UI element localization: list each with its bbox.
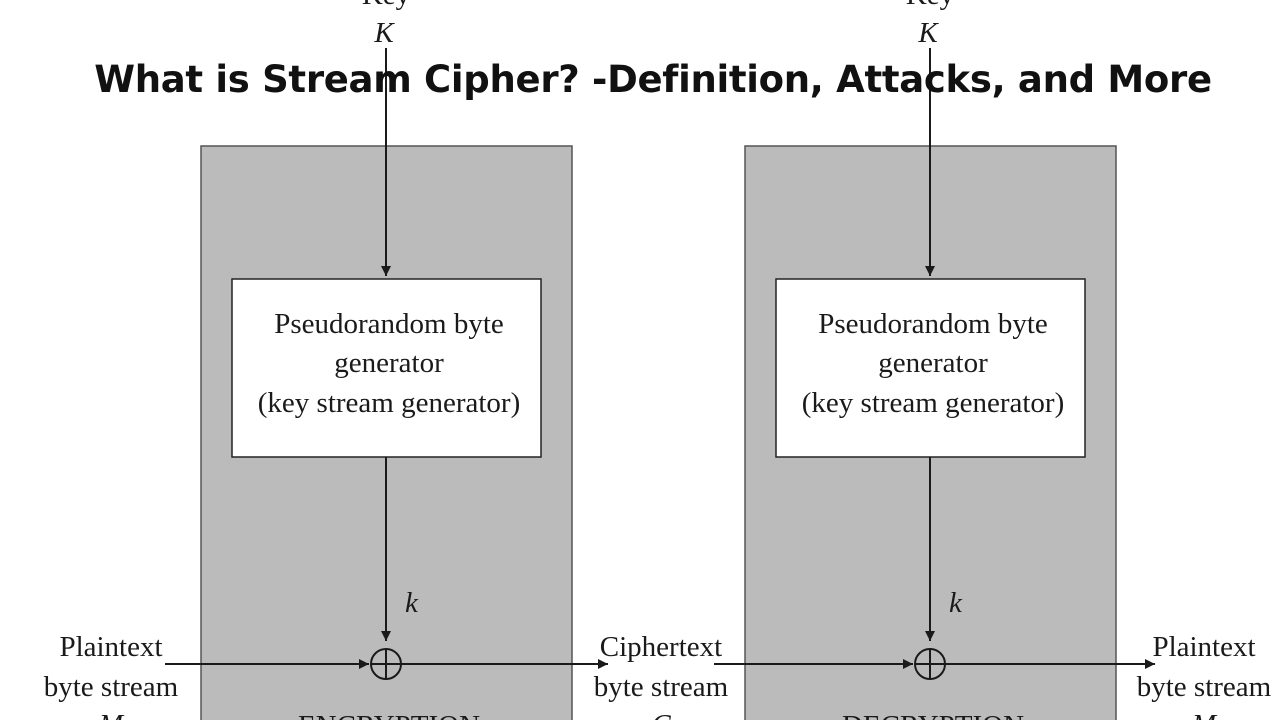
ciphertext-line-3: C (651, 709, 671, 720)
decryption-generator-box (775, 278, 1086, 458)
plaintext-input-line-1: Plaintext (59, 631, 162, 663)
encryption-key-label: Key (362, 0, 411, 11)
decryption-generator-line-2: generator (878, 347, 988, 379)
decryption-keystream-label: k (949, 587, 963, 619)
encryption-key-symbol: K (373, 17, 395, 49)
decryption-generator-line-3: (key stream generator) (802, 387, 1064, 419)
page-title: What is Stream Cipher? -Definition, Atta… (94, 58, 1212, 101)
encryption-generator-line-3: (key stream generator) (258, 387, 520, 419)
decryption-footer-label: DECRYPTION (842, 710, 1024, 720)
ciphertext-line-2: byte stream (594, 671, 729, 703)
encryption-keystream-label: k (405, 587, 419, 619)
decryption-xor-icon (914, 648, 946, 680)
decryption-generator-line-1: Pseudorandom byte (818, 308, 1048, 340)
encryption-xor-icon (370, 648, 402, 680)
encryption-generator-box (231, 278, 542, 458)
ciphertext-line-1: Ciphertext (600, 631, 722, 663)
plaintext-output-line-1: Plaintext (1152, 631, 1255, 663)
plaintext-input-line-3: M (98, 709, 125, 720)
plaintext-output-line-2: byte stream (1137, 671, 1272, 703)
encryption-generator-line-2: generator (334, 347, 444, 379)
encryption-generator-line-1: Pseudorandom byte (274, 308, 504, 340)
plaintext-input-line-2: byte stream (44, 671, 179, 703)
decryption-key-label: Key (906, 0, 955, 11)
encryption-footer-label: ENCRYPTION (298, 710, 480, 720)
decryption-key-symbol: K (917, 17, 939, 49)
plaintext-output-line-3: M (1191, 709, 1218, 720)
